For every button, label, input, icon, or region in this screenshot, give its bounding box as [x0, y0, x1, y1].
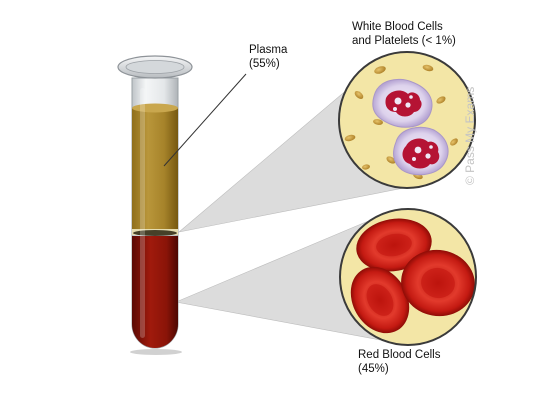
test-tube — [117, 55, 193, 355]
platelet — [354, 91, 364, 99]
platelet — [450, 138, 458, 146]
plasma-label: Plasma — [249, 44, 288, 56]
platelet — [436, 96, 446, 104]
rbc-magnifier — [339, 208, 477, 346]
platelet — [422, 64, 434, 72]
platelet — [344, 134, 356, 142]
rbc-percent: (45%) — [358, 363, 389, 375]
platelet — [362, 164, 370, 170]
copyright-watermark: © Pass My Exams — [463, 87, 477, 185]
white-blood-cell — [393, 126, 449, 176]
red-cells-layer — [132, 236, 178, 348]
plasma-percent: (55%) — [249, 58, 280, 70]
plasma-layer — [132, 108, 178, 232]
plasma-surface — [132, 103, 178, 113]
platelet — [374, 66, 386, 74]
wbc-magnifier — [338, 51, 476, 189]
wbc-label: White Blood Cells — [352, 21, 443, 33]
red-blood-cell — [350, 266, 410, 334]
platelet — [386, 156, 396, 164]
wbc-percent: and Platelets (< 1%) — [352, 35, 456, 47]
rbc-label: Red Blood Cells — [358, 349, 441, 361]
white-blood-cell — [372, 78, 433, 128]
red-blood-cell — [401, 249, 475, 317]
platelet — [373, 119, 383, 125]
plasma-pointer-line — [163, 73, 247, 167]
